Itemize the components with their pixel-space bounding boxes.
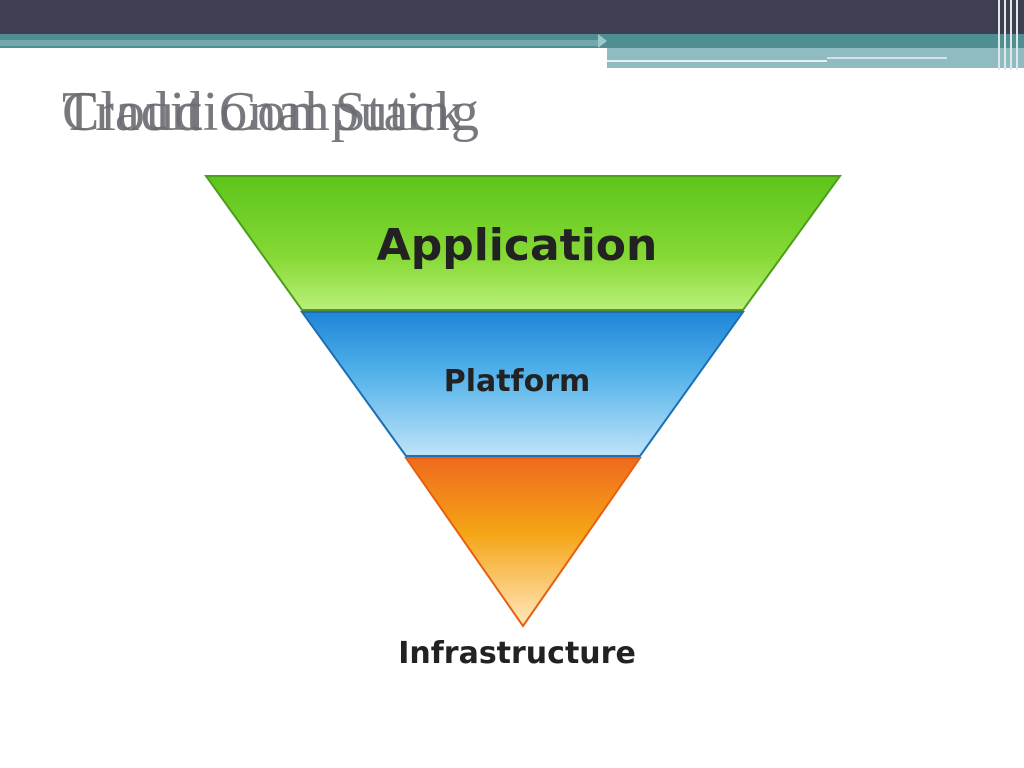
infrastructure-layer [404, 457, 642, 628]
right-accent-band [607, 48, 1024, 68]
edge-stripes [996, 0, 1024, 70]
accent-line [607, 60, 827, 62]
platform-label: Platform [443, 364, 591, 399]
accent-line [827, 57, 947, 59]
teal-highlight [0, 40, 600, 46]
slide-title-cloud: Cloud Computing [62, 81, 480, 143]
top-bar [0, 0, 1024, 34]
slide-title-traditional: Traditional Stack [62, 81, 465, 143]
stack-diagram: Application Platform Infrastructure [176, 150, 858, 700]
platform-layer [300, 311, 745, 457]
inverted-pyramid [204, 175, 842, 628]
application-label: Application [376, 220, 658, 271]
accent-arrow [598, 34, 607, 48]
infrastructure-label: Infrastructure [398, 636, 636, 671]
